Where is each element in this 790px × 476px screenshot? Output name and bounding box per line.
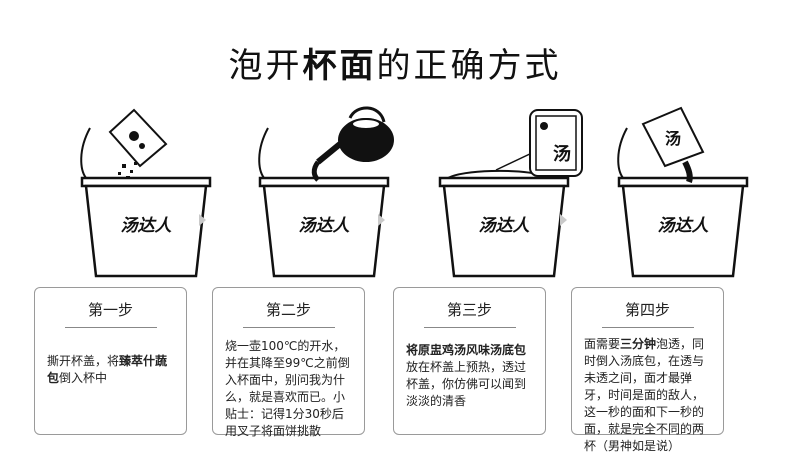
step3-illustration: 汤达人 汤: [438, 109, 583, 278]
step-card-3: 第三步 将原盅鸡汤风味汤底包放在杯盖上预热，透过杯盖，你仿佛可以闻到淡淡的清香: [393, 287, 546, 435]
step-divider: [601, 327, 694, 328]
kettle: [316, 106, 394, 165]
cup: 汤达人: [80, 127, 212, 278]
step-label: 第一步: [87, 301, 133, 319]
arrow-3: [560, 214, 567, 226]
step-label: 第四步: [624, 301, 670, 319]
soup-packet: 汤: [641, 106, 705, 168]
text-part: 撕开杯盖，将: [47, 354, 120, 368]
veg-bits: [118, 162, 137, 179]
text-part: 放在杯盖上预热，透过杯盖，你仿佛可以闻到淡淡的清香: [406, 360, 527, 408]
text-bold: 三分钟: [620, 337, 657, 351]
title-part-bold: 杯面: [302, 46, 377, 86]
step4-illustration: 汤达人 汤: [617, 106, 749, 278]
packet-text: 汤: [665, 129, 681, 148]
water-stream: [311, 160, 321, 182]
cup: 汤达人: [438, 169, 570, 278]
packet-text: 汤: [553, 144, 571, 165]
title-part-3: 的正确方式: [376, 46, 562, 86]
arrow-2: [378, 214, 385, 226]
step1-illustration: 汤达人: [80, 108, 212, 278]
step-card-4: 第四步 面需要三分钟泡透，同时倒入汤底包，在透与未透之间，面才最弹牙，时间是面的…: [571, 287, 724, 453]
text-part: 面需要: [584, 337, 621, 351]
text-part: 泡透，同时倒入汤底包，在透与未透之间，面才最弹牙，时间是面的敌人，这一秒的面和下…: [584, 337, 705, 453]
step-card-1: 第一步 撕开杯盖，将臻萃什蔬包倒入杯中: [34, 287, 187, 435]
title-part-1: 泡开: [228, 46, 303, 86]
step-label: 第二步: [265, 301, 311, 319]
soup-packet-callout: 汤: [529, 109, 583, 177]
step-divider: [242, 327, 335, 328]
cup-brand: 汤达人: [121, 216, 173, 236]
step-label: 第三步: [446, 301, 492, 319]
text-part: 倒入杯中: [59, 371, 108, 385]
step-divider: [423, 327, 516, 328]
cup-brand: 汤达人: [658, 216, 710, 236]
cup: 汤达人: [617, 127, 749, 278]
step2-illustration: 汤达人: [258, 106, 394, 278]
arrow-1: [199, 214, 206, 226]
step-text: 将原盅鸡汤风味汤底包放在杯盖上预热，透过杯盖，你仿佛可以闻到淡淡的清香: [394, 342, 545, 410]
step-divider: [64, 327, 157, 328]
cup: 汤达人: [258, 127, 390, 278]
callout-line: [495, 151, 535, 171]
cup-brand: 汤达人: [299, 216, 351, 236]
cup-brand: 汤达人: [479, 216, 531, 236]
page-title: 泡开杯面的正确方式: [0, 38, 790, 87]
veg-packet: [108, 108, 168, 168]
step-card-2: 第二步 烧一壶100℃的开水，并在其降至99℃之前倒入杯面中，别问我为什么，就是…: [212, 287, 365, 438]
step-text: 撕开杯盖，将臻萃什蔬包倒入杯中: [35, 353, 186, 387]
text-bold: 将原盅鸡汤风味汤底包: [406, 343, 527, 357]
text-part: 烧一壶100℃的开水，并在其降至99℃之前倒入杯面中，别问我为什么，就是喜欢而已…: [225, 339, 350, 438]
soup-stream: [682, 160, 693, 183]
text-bold: 臻萃什蔬包: [47, 354, 168, 385]
step-text: 面需要三分钟泡透，同时倒入汤底包，在透与未透之间，面才最弹牙，时间是面的敌人，这…: [572, 336, 723, 455]
step-text: 烧一壶100℃的开水，并在其降至99℃之前倒入杯面中，别问我为什么，就是喜欢而已…: [213, 338, 364, 440]
